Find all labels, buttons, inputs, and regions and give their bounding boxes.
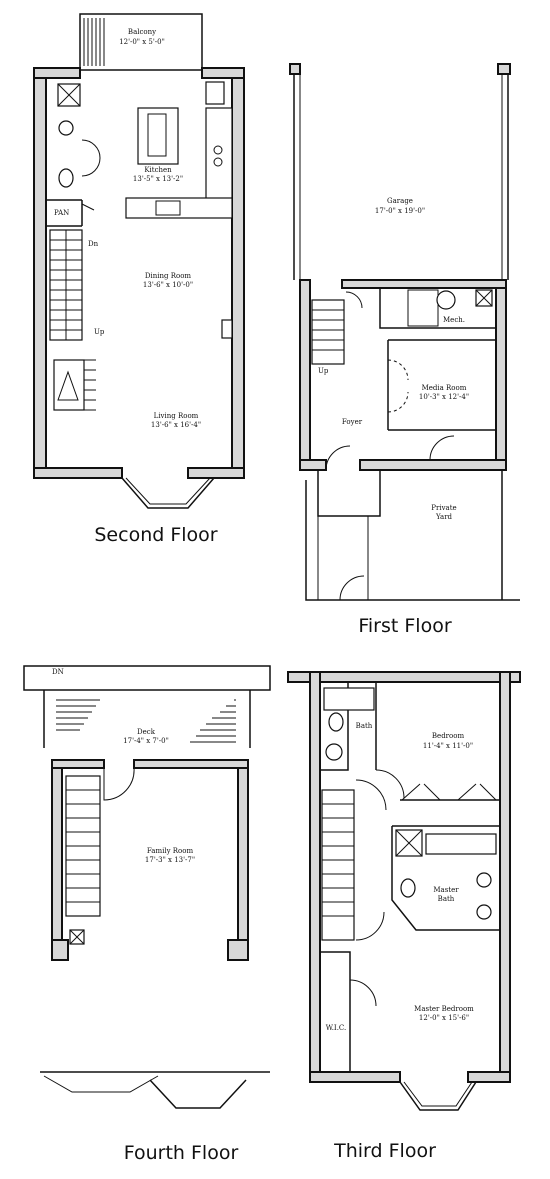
third-floor-bay [399,1081,477,1111]
first-stair-up-label: Up [318,367,329,375]
fourth-floor-mark: DN [52,668,64,676]
fourth-floor-west-wall [51,759,63,961]
balcony-label: Balcony [128,28,156,36]
master-sink-1-icon [476,872,492,888]
garage-walls [293,66,509,280]
third-floor-east-wall [499,671,511,1083]
second-floor-south-wall-right [187,467,245,479]
pantry-label: PAN [54,209,69,217]
balcony-outline [79,13,203,71]
media-room-label: Media Room [422,384,467,392]
master-bedroom-size: 12'-0" x 15'-6" [419,1014,469,1022]
dining-room-label: Dining Room [145,272,192,280]
kitchen-island [137,107,179,165]
deck-label: Deck [137,728,156,736]
kitchen-label: Kitchen [144,166,172,174]
foyer-label: Foyer [342,418,363,426]
kitchen-counter-south [125,197,233,219]
first-floor-east-wall [495,279,507,471]
toilet-icon [58,168,74,188]
bedroom-label: Bedroom [432,732,465,740]
second-floor-south-wall-left [33,467,123,479]
kitchen-size: 13'-5" x 13'-2" [133,175,183,183]
deck-right-hatch [190,699,236,743]
master-toilet-icon [400,878,416,898]
yard-outline [305,480,520,601]
second-floor-title: Second Floor [94,524,217,546]
hall-sink-icon [325,743,343,761]
living-room-size: 13'-6" x 16'-4" [151,421,201,429]
cooktop-icon [213,145,223,155]
third-floor-plan: Bath Bedroom 11'-4" x 11'-0" Master Bath… [287,671,521,1162]
fourth-floor-bay [149,1079,247,1109]
yard-label: Private [431,504,456,512]
hall-bathtub [323,687,375,711]
master-bathtub [425,833,497,855]
fireplace [53,359,85,411]
stair-down-label: Dn [88,240,99,248]
bedroom-door [375,769,405,799]
third-floor-title: Third Floor [333,1140,436,1162]
balcony-size: 12'-0" x 5'-0" [119,38,165,46]
mech-label: Mech. [443,316,465,324]
second-floor-north-wall-left [33,67,81,79]
bath-label: Bath [356,722,373,730]
deck-size: 17'-4" x 7'-0" [123,737,169,745]
fourth-floor-east-wall [237,759,249,961]
deck-roof-edge [23,665,271,691]
dining-room-size: 13'-6" x 10'-0" [143,281,193,289]
yard-label-2: Yard [435,513,453,521]
media-room-size: 10'-3" x 12'-4" [419,393,469,401]
yard-gate [339,575,365,601]
bedroom-closet-doors [401,783,497,801]
second-floor-bay-window [121,477,215,509]
third-floor-west-wall [309,671,321,1083]
family-room-size: 17'-3" x 13'-7" [145,856,195,864]
deck-left-hatch [56,699,100,731]
second-floor-plan: Balcony 12'-0" x 5'-0" Kitchen 13'-5" x … [33,13,245,546]
master-bath-label: Master [433,886,459,894]
second-floor-west-wall [33,67,47,479]
balcony-railing-hatch [83,18,105,66]
first-floor-west-wall [299,279,311,471]
kitchen-sink-icon [155,200,181,216]
garage-house-wall [341,279,507,289]
bedroom-size: 11'-4" x 11'-0" [423,742,473,750]
third-floor-stair [321,789,355,941]
refrigerator-icon [205,81,225,105]
second-floor-north-wall-right [201,67,245,79]
first-floor-stair [311,299,345,365]
stair-up-label: Up [94,328,105,336]
family-room-label: Family Room [147,847,194,855]
sink-icon [58,120,74,136]
deck-door [103,767,135,801]
wic-label: W.I.C. [326,1024,347,1032]
second-floor-east-wall [231,67,245,479]
column [221,319,233,339]
master-bedroom-label: Master Bedroom [414,1005,474,1013]
hall-toilet-icon [328,712,344,732]
water-heater-icon [436,290,456,310]
fourth-floor-plan: DN [23,665,271,1164]
master-sink-2-icon [476,904,492,920]
garage-size: 17'-0" x 19'-0" [375,207,425,215]
master-bath-label-2: Bath [438,895,455,903]
fourth-floor-title: Fourth Floor [124,1142,239,1164]
garage-label: Garage [387,197,413,205]
first-floor-title: First Floor [358,615,451,637]
living-room-label: Living Room [154,412,199,420]
first-floor-plan: Garage 17'-0" x 19'-0" Mech. Up Media Ro… [289,63,520,637]
